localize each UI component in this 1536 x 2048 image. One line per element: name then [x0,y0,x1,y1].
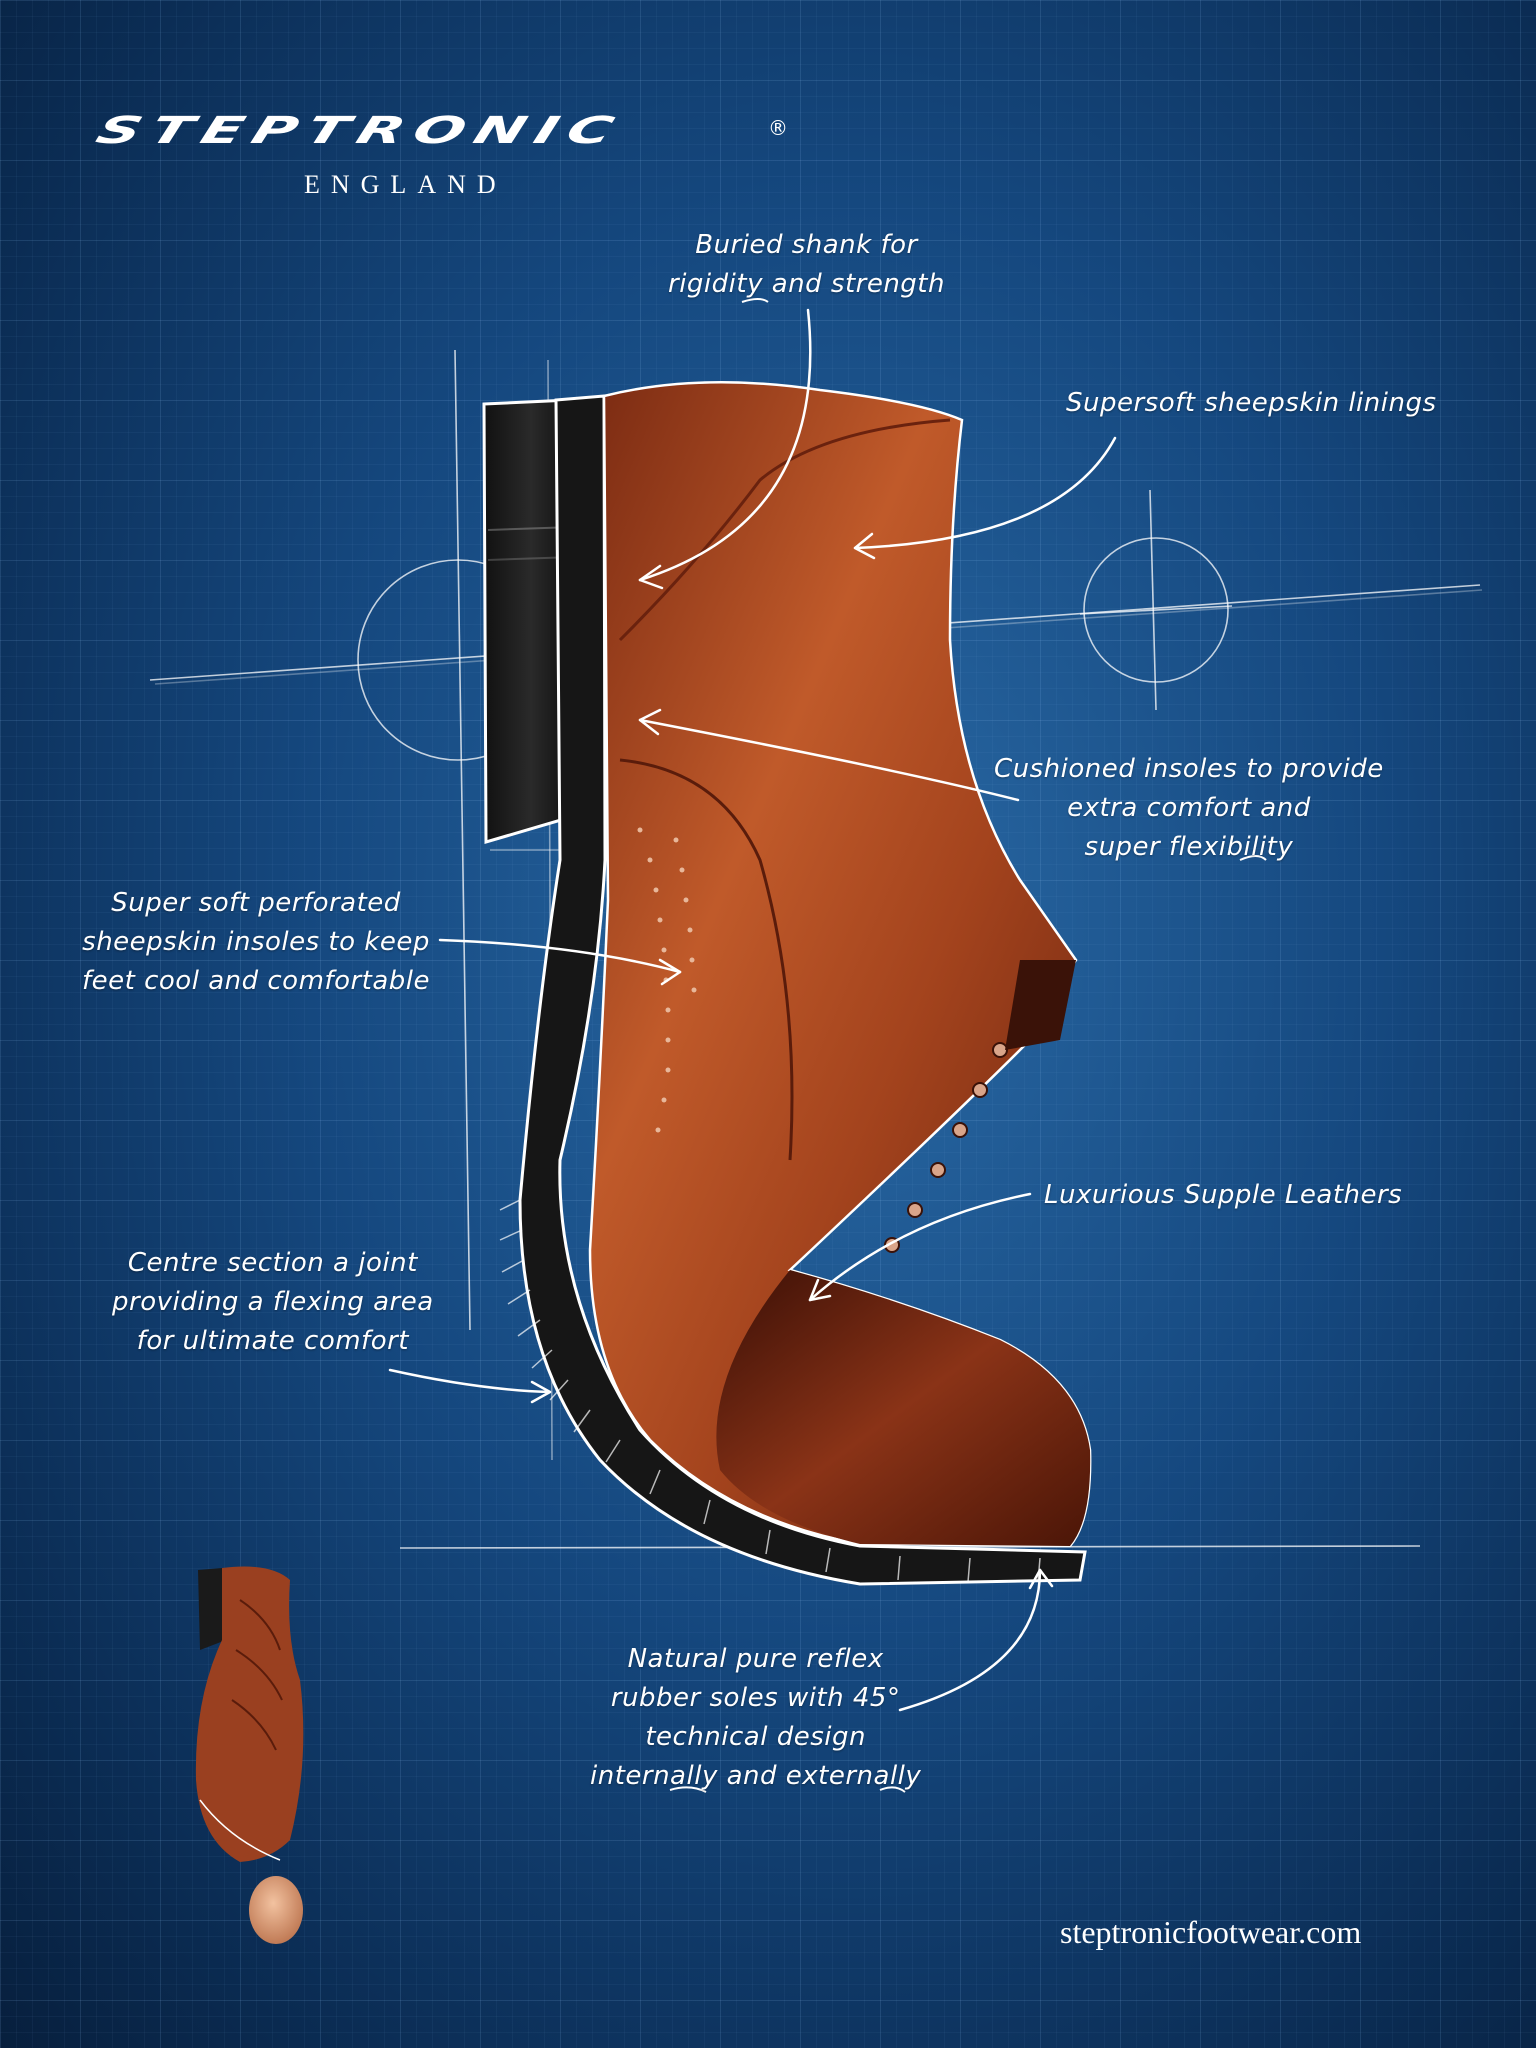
registered-mark: ® [768,116,788,140]
annotation-reflex-soles: Natural pure reflex rubber soles with 45… [590,1640,921,1796]
annotation-line: super flexibility [1084,832,1294,862]
annotation-line: Buried shank for [695,230,918,260]
annotation-line: Cushioned insoles to provide [994,754,1384,784]
brand-name: STEPTRONIC [90,108,629,153]
annotation-line: Luxurious Supple Leathers [1044,1180,1403,1210]
annotation-line: internally and externally [590,1761,922,1791]
brand-subtitle: ENGLAND [304,170,507,199]
annotation-line: rigidity and strength [668,269,945,299]
flex-sequence-thumbnail [195,1566,304,1944]
annotation-perforated-insoles: Super soft perforated sheepskin insoles … [82,884,430,1001]
toe-cap [716,1270,1091,1546]
underline-marks [669,298,1267,1793]
annotation-line: feet cool and comfortable [82,966,431,996]
annotation-line: for ultimate comfort [136,1326,409,1356]
sole [518,394,1087,1586]
annotation-sheepskin-linings: Supersoft sheepskin linings [1066,384,1437,423]
annotation-line: providing a flexing area [112,1287,434,1317]
annotation-line: extra comfort and [1067,793,1311,823]
annotation-line: Supersoft sheepskin linings [1066,388,1437,418]
annotation-buried-shank: Buried shank for rigidity and strength [668,226,945,304]
annotation-cushioned-insoles: Cushioned insoles to provide extra comfo… [994,750,1384,867]
sole-tread [499,1199,1041,1583]
annotation-line: rubber soles with 45° [610,1683,901,1713]
brand-logo: STEPTRONIC ® ENGLAND [91,109,794,199]
annotation-line: technical design [645,1722,866,1752]
annotation-line: Centre section a joint [127,1248,418,1278]
annotation-supple-leathers: Luxurious Supple Leathers [1044,1176,1402,1215]
website-link[interactable]: steptronicfootwear.com [1060,1914,1362,1950]
annotation-line: sheepskin insoles to keep [82,927,430,957]
annotation-line: Super soft perforated [111,888,401,918]
egg-icon [249,1876,303,1944]
annotation-line: Natural pure reflex [627,1644,884,1674]
annotation-arrows [388,308,1117,1712]
annotation-centre-section: Centre section a joint providing a flexi… [112,1244,434,1361]
eyelets [884,1042,1008,1253]
perforations [637,827,697,1133]
